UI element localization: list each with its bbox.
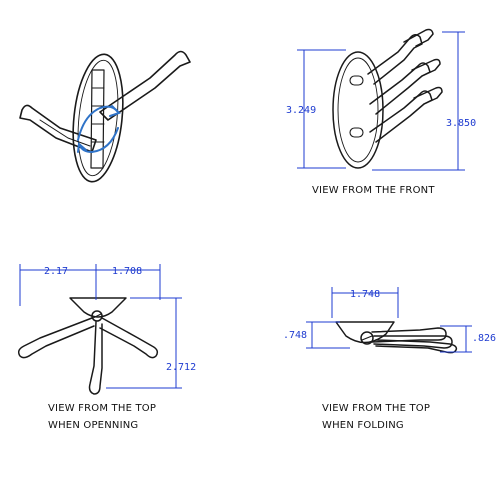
top-open-view <box>17 297 159 395</box>
front-arm-1-tip <box>403 28 434 47</box>
open-dim-left: 2.17 <box>44 266 68 277</box>
open-pivot-screw <box>91 310 103 322</box>
front-dim-left: 3.249 <box>286 105 316 116</box>
front-plate-inner <box>337 57 379 163</box>
open-dim-right-line <box>106 297 182 389</box>
front-view <box>332 28 443 169</box>
open-caption-line1: VIEW FROM THE TOP <box>48 403 156 414</box>
open-dim-right: 2.712 <box>166 362 196 373</box>
front-arm-3-tip <box>413 86 443 105</box>
top-folded-view <box>335 321 458 354</box>
folded-dim-right-line <box>440 325 472 353</box>
folded-mount-plate <box>335 321 395 344</box>
open-caption-line2: WHEN OPENNING <box>48 420 138 431</box>
perspective-view <box>19 50 191 183</box>
folded-dim-left-line <box>306 321 350 349</box>
open-dim-mid: 1.708 <box>112 266 142 277</box>
folded-pivot-slot <box>361 335 373 341</box>
folded-dim-top-line <box>331 287 399 318</box>
front-arm-1 <box>367 34 423 85</box>
screw-slot-bottom <box>349 127 364 138</box>
screw-slot-top <box>349 75 364 86</box>
back-plate <box>72 53 124 183</box>
top-open-dimensions <box>19 264 182 389</box>
open-arm-bottom <box>88 321 103 395</box>
rotation-arrow-lower <box>79 127 119 154</box>
front-dimensions <box>297 31 465 171</box>
folded-caption-line2: WHEN FOLDING <box>322 420 404 431</box>
front-dim-left-line <box>297 49 346 169</box>
top-folded-dimensions <box>306 287 472 353</box>
hinge-rungs <box>91 87 105 143</box>
lower-arm <box>19 104 97 153</box>
rotation-arrow-lower-head <box>77 142 87 153</box>
open-pivot-slot <box>92 313 102 319</box>
front-plate <box>332 51 384 169</box>
folded-dim-right: .826 <box>472 333 496 344</box>
front-arm-3 <box>369 90 433 143</box>
front-arm-2-tip <box>411 58 441 77</box>
folded-arm-2 <box>373 335 453 349</box>
open-mount-plate <box>69 297 127 318</box>
rotation-arrow-upper <box>77 105 119 141</box>
folded-pivot-screw <box>360 331 374 345</box>
folded-arm-1 <box>371 327 447 343</box>
front-caption: VIEW FROM THE FRONT <box>312 185 435 196</box>
back-plate-inner <box>77 59 119 177</box>
front-dim-right: 3.850 <box>446 118 476 129</box>
open-arm-left <box>17 317 95 359</box>
upper-arm <box>99 50 191 121</box>
folded-caption-line1: VIEW FROM THE TOP <box>322 403 430 414</box>
open-arm-right <box>99 317 159 359</box>
folded-dim-top: 1.748 <box>350 289 380 300</box>
rotation-arrow-upper-head <box>109 105 121 117</box>
front-dim-right-line <box>372 31 465 171</box>
folded-dim-left: .748 <box>283 330 307 341</box>
hinge-spine <box>90 69 105 169</box>
lower-arm-2 <box>39 119 91 147</box>
rotation-arrows <box>77 105 121 154</box>
